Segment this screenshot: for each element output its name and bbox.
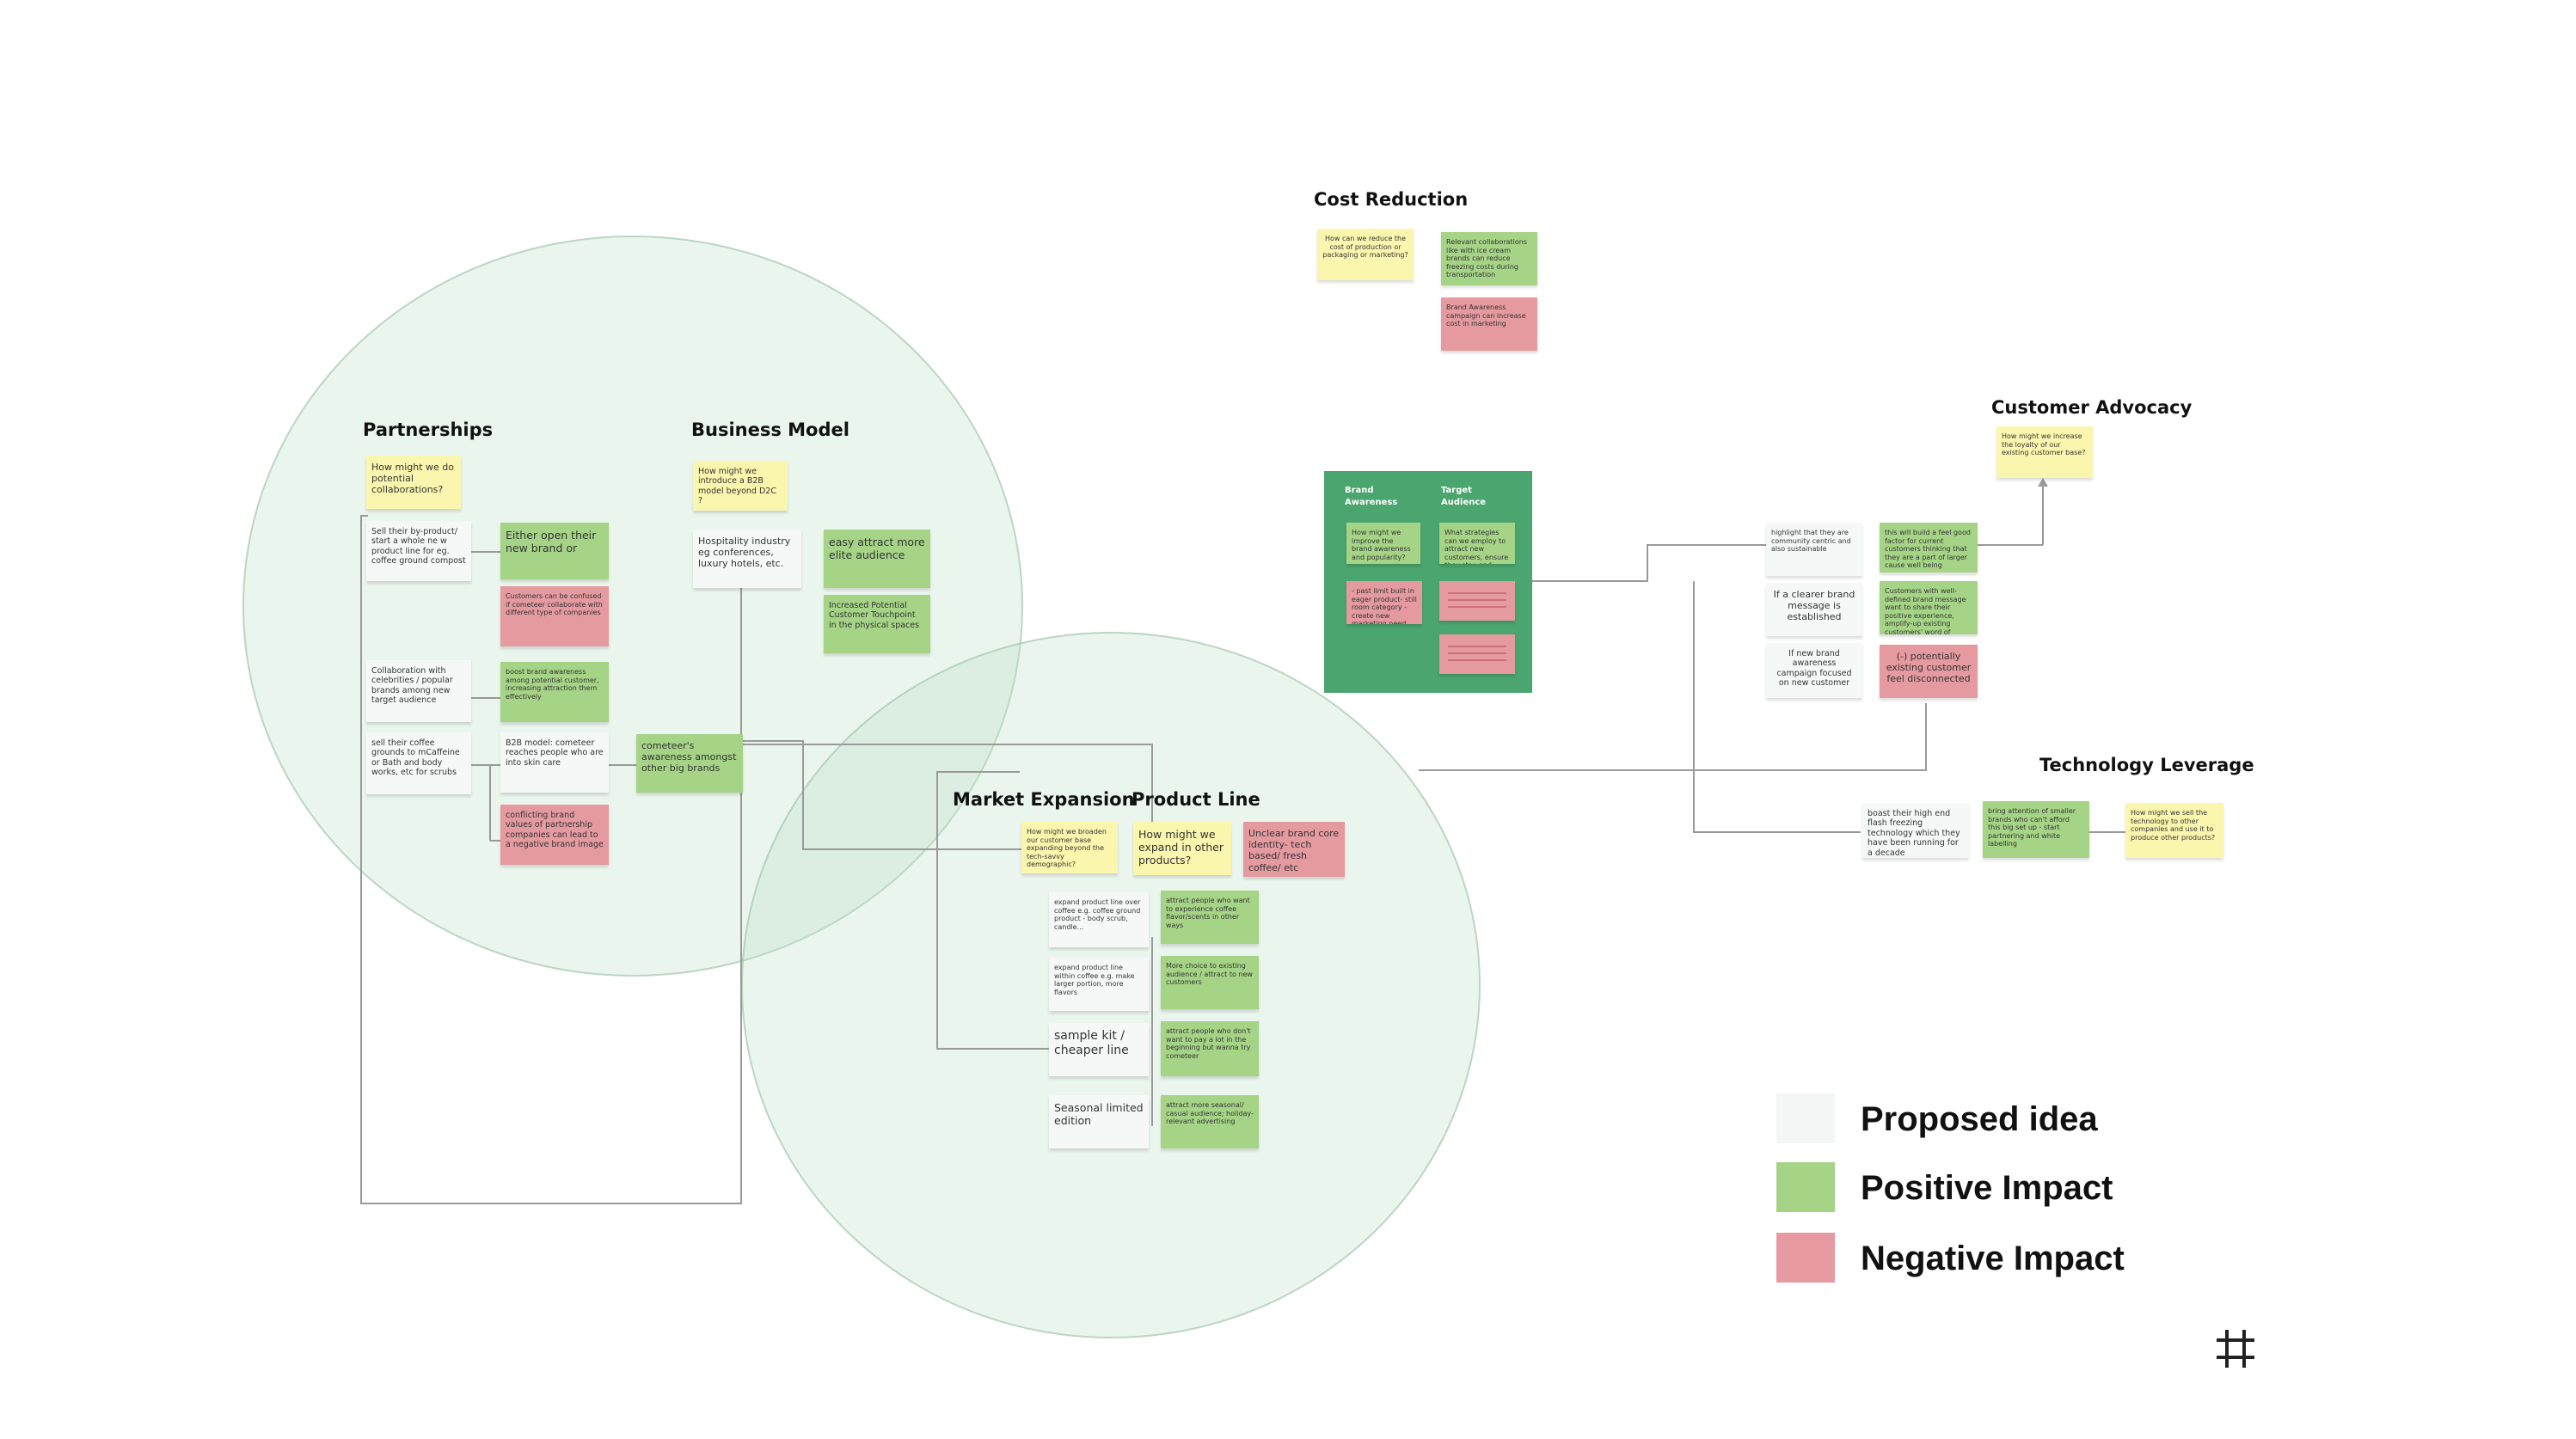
sticky-product-positive-1[interactable]: attract people who want to experience co… bbox=[1161, 891, 1259, 944]
sticky-technology-question[interactable]: How might we sell the technology to othe… bbox=[2125, 803, 2223, 858]
legend-label-negative: Negative Impact bbox=[1861, 1240, 2125, 1277]
heading-business-model: Business Model bbox=[691, 419, 849, 440]
sticky-product-idea-2[interactable]: expand product line within coffee e.g. m… bbox=[1049, 958, 1149, 1011]
sticky-brand-negative[interactable]: - past limit built in eager product- sti… bbox=[1346, 581, 1422, 624]
sticky-product-positive-3[interactable]: attract people who don't want to pay a l… bbox=[1161, 1021, 1259, 1076]
sticky-cost-negative-1[interactable]: Brand Awareness campaign can increase co… bbox=[1441, 297, 1537, 351]
sticky-market-question[interactable]: How might we broaden our customer base e… bbox=[1021, 822, 1118, 873]
sticky-target-negative-1[interactable] bbox=[1439, 581, 1515, 621]
sticky-product-idea-4[interactable]: Seasonal limited edition bbox=[1049, 1095, 1149, 1148]
sticky-technology-positive-1[interactable]: bring attention of smaller brands who ca… bbox=[1983, 801, 2089, 858]
sticky-product-idea-1[interactable]: expand product line over coffee e.g. cof… bbox=[1049, 892, 1149, 947]
sticky-product-negative-1[interactable]: Unclear brand core identity- tech based/… bbox=[1243, 822, 1345, 877]
sticky-product-positive-2[interactable]: More choice to existing audience / attra… bbox=[1161, 956, 1259, 1009]
sticky-advocacy-idea-2[interactable]: If a clearer brand message is establishe… bbox=[1766, 583, 1862, 636]
sticky-advocacy-positive-2[interactable]: Customers with well-defined brand messag… bbox=[1880, 581, 1978, 634]
sticky-product-idea-3[interactable]: sample kit / cheaper line bbox=[1049, 1023, 1149, 1076]
frame-brand-target[interactable]: Brand Awareness Target Audience How migh… bbox=[1324, 471, 1532, 693]
sticky-business-positive-1[interactable]: easy attract more elite audience bbox=[824, 530, 930, 588]
sticky-advocacy-positive-1[interactable]: this will build a feel good factor for c… bbox=[1880, 523, 1978, 573]
sticky-target-audience-q[interactable]: What strategies can we employ to attract… bbox=[1439, 523, 1515, 564]
sticky-partnerships-negative-2[interactable]: conflicting brand values of partnership … bbox=[500, 805, 609, 865]
sticky-brand-awareness-q[interactable]: How might we improve the brand awareness… bbox=[1346, 523, 1420, 564]
sticky-cost-question[interactable]: How can we reduce the cost of production… bbox=[1317, 229, 1414, 280]
sticky-technology-idea-1[interactable]: boast their high end flash freezing tech… bbox=[1862, 803, 1969, 858]
sticky-business-idea-1[interactable]: Hospitality industry eg conferences, lux… bbox=[693, 530, 801, 588]
heading-cost-reduction: Cost Reduction bbox=[1314, 189, 1469, 210]
frame-icon bbox=[2217, 1330, 2254, 1368]
legend-label-proposed: Proposed idea bbox=[1861, 1100, 2098, 1138]
heading-partnerships: Partnerships bbox=[363, 419, 494, 440]
sticky-advocacy-negative-1[interactable]: (-) potentially existing customer feel d… bbox=[1880, 645, 1978, 698]
sticky-partnerships-idea-4[interactable]: B2B model: cometeer reaches people who a… bbox=[500, 732, 609, 793]
legend-swatch-positive bbox=[1776, 1162, 1835, 1212]
sticky-target-negative-2[interactable] bbox=[1439, 634, 1515, 674]
sticky-partnerships-idea-3[interactable]: sell their coffee grounds to mCaffeine o… bbox=[366, 732, 471, 794]
sticky-partnerships-idea-1[interactable]: Sell their by-product/ start a whole ne … bbox=[366, 521, 471, 581]
sticky-product-question[interactable]: How might we expand in other products? bbox=[1133, 822, 1231, 875]
sticky-product-positive-4[interactable]: attract more seasonal/ casual audience; … bbox=[1161, 1095, 1259, 1148]
heading-technology-leverage: Technology Leverage bbox=[2039, 755, 2254, 775]
sticky-partnerships-negative-1[interactable]: Customers can be confused if cometeer co… bbox=[500, 586, 609, 646]
heading-market-expansion: Market Expansion bbox=[953, 789, 1135, 810]
sticky-partnerships-positive-2[interactable]: boost brand awareness among potential cu… bbox=[500, 662, 609, 722]
legend-swatch-negative bbox=[1776, 1233, 1835, 1283]
sticky-partnerships-question[interactable]: How might we do potential collaborations… bbox=[366, 456, 461, 509]
frame-col-target-audience: Target Audience bbox=[1441, 486, 1487, 507]
sticky-cost-positive-1[interactable]: Relevant collaborations like with ice cr… bbox=[1441, 232, 1537, 285]
sticky-advocacy-idea-1[interactable]: highlight that they are community centri… bbox=[1766, 523, 1862, 576]
heading-product-line: Product Line bbox=[1132, 789, 1260, 810]
sticky-partnerships-positive-1[interactable]: Either open their new brand or bbox=[500, 523, 609, 579]
sticky-advocacy-idea-3[interactable]: If new brand awareness campaign focused … bbox=[1766, 643, 1862, 698]
sticky-advocacy-question[interactable]: How might we increase the loyalty of our… bbox=[1996, 426, 2093, 478]
legend-swatch-proposed bbox=[1776, 1093, 1835, 1143]
heading-customer-advocacy: Customer Advocacy bbox=[1991, 397, 2193, 418]
sticky-partnerships-idea-2[interactable]: Collaboration with celebrities / popular… bbox=[366, 660, 471, 722]
frame-tool-button[interactable] bbox=[2198, 1310, 2273, 1387]
sticky-business-question[interactable]: How might we introduce a B2B model beyon… bbox=[693, 461, 788, 511]
sticky-business-positive-2[interactable]: Increased Potential Customer Touchpoint … bbox=[824, 595, 930, 653]
legend-label-positive: Positive Impact bbox=[1861, 1169, 2113, 1207]
sticky-partnerships-positive-3[interactable]: cometeer's awareness amongst other big b… bbox=[636, 734, 743, 793]
frame-col-brand-awareness: Brand Awareness bbox=[1345, 486, 1398, 507]
